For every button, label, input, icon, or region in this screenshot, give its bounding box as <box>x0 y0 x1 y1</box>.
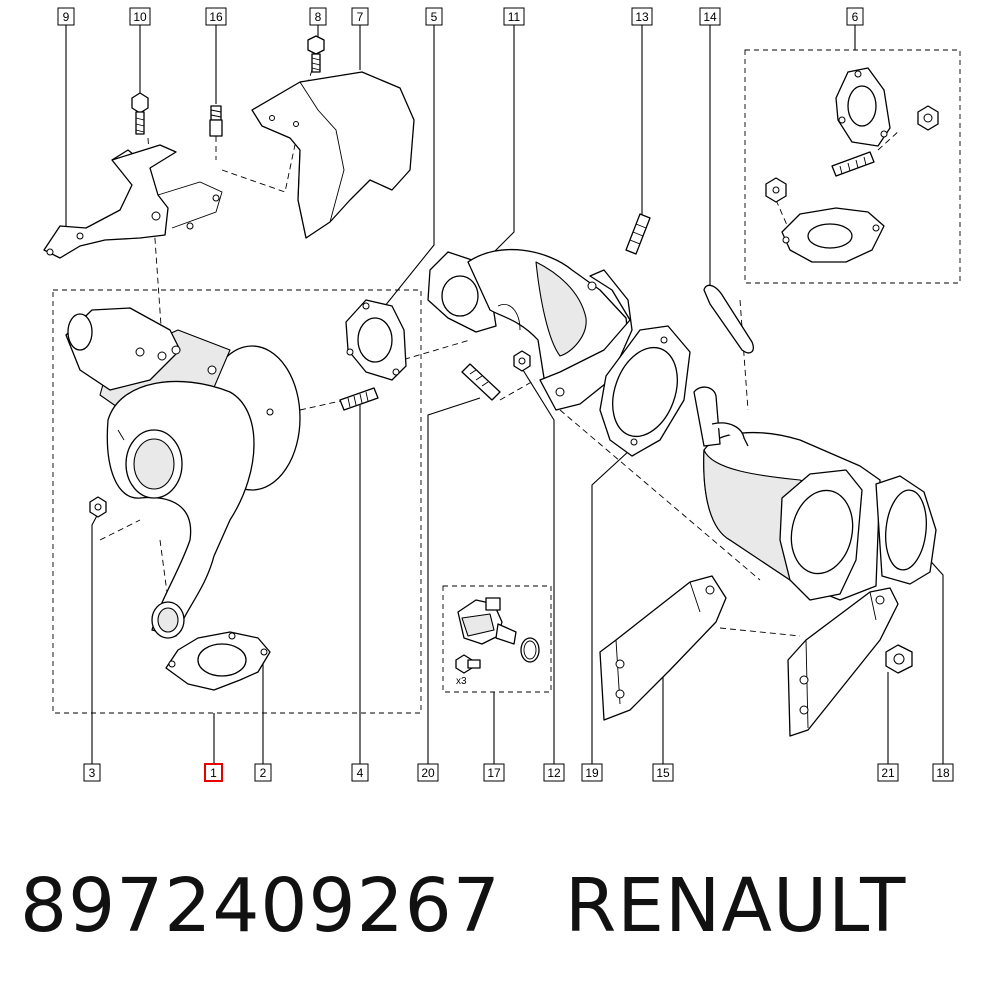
svg-text:11: 11 <box>508 10 521 24</box>
svg-text:1: 1 <box>210 766 217 780</box>
svg-text:16: 16 <box>209 10 223 24</box>
gasket-kit-part-6 <box>765 67 939 263</box>
turbocharger-part-1 <box>65 307 301 639</box>
bolt-part-8 <box>307 35 325 73</box>
svg-text:5: 5 <box>431 10 438 24</box>
bracket-part-9 <box>43 144 223 259</box>
svg-text:13: 13 <box>635 10 649 24</box>
callout-6[interactable]: 6 <box>846 7 864 26</box>
callout-3[interactable]: 3 <box>83 763 101 782</box>
callout-2[interactable]: 2 <box>254 763 272 782</box>
svg-text:18: 18 <box>936 766 950 780</box>
svg-text:17: 17 <box>487 766 501 780</box>
part-caption: 8972409267 RENAULT <box>20 856 906 956</box>
stud-part-16 <box>209 105 223 137</box>
gasket-part-14 <box>703 284 754 354</box>
gasket-part-19 <box>599 325 691 457</box>
svg-text:12: 12 <box>547 766 561 780</box>
callout-20[interactable]: 20 <box>417 763 439 782</box>
callout-11[interactable]: 11 <box>503 7 525 26</box>
svg-text:4: 4 <box>357 766 364 780</box>
callout-4[interactable]: 4 <box>351 763 369 782</box>
callout-10[interactable]: 10 <box>129 7 151 26</box>
callout-14[interactable]: 14 <box>699 7 721 26</box>
support-bracket-part-18b <box>787 587 899 737</box>
gasket-part-2 <box>165 631 271 691</box>
callout-15[interactable]: 15 <box>652 763 674 782</box>
sensor-kit-part-17: x3 <box>455 597 540 687</box>
svg-text:8: 8 <box>315 10 322 24</box>
part-number: 8972409267 <box>20 863 501 949</box>
callout-labels: 9 10 16 8 7 5 11 13 14 6 3 1 2 4 20 17 1… <box>57 7 954 782</box>
callout-17[interactable]: 17 <box>483 763 505 782</box>
turbo-assembly-frame <box>52 289 422 714</box>
callout-1[interactable]: 1 <box>204 763 223 782</box>
callout-16[interactable]: 16 <box>205 7 227 26</box>
callout-5[interactable]: 5 <box>425 7 443 26</box>
callout-9[interactable]: 9 <box>57 7 75 26</box>
sensor-kit-quantity: x3 <box>456 676 467 687</box>
svg-text:20: 20 <box>421 766 435 780</box>
support-bracket-part-15 <box>599 575 727 721</box>
svg-text:6: 6 <box>852 10 859 24</box>
svg-text:10: 10 <box>133 10 147 24</box>
gasket-part-5 <box>345 299 407 381</box>
callout-8[interactable]: 8 <box>309 7 327 26</box>
callout-12[interactable]: 12 <box>543 763 565 782</box>
svg-text:21: 21 <box>881 766 895 780</box>
stud-part-20 <box>461 363 501 401</box>
callout-18[interactable]: 18 <box>932 763 954 782</box>
svg-text:15: 15 <box>656 766 670 780</box>
callout-13[interactable]: 13 <box>631 7 653 26</box>
brand-name: RENAULT <box>564 863 907 949</box>
stud-part-4 <box>339 387 379 411</box>
svg-text:3: 3 <box>89 766 96 780</box>
callout-21[interactable]: 21 <box>877 763 899 782</box>
nut-part-12 <box>513 350 531 372</box>
exploded-parts-diagram: x3 9 10 16 8 7 5 11 13 14 6 3 1 2 4 20 1… <box>43 7 961 782</box>
heat-shield-part-7 <box>251 71 415 239</box>
bolt-part-10 <box>131 92 149 135</box>
svg-text:7: 7 <box>357 10 364 24</box>
callout-19[interactable]: 19 <box>581 763 603 782</box>
callout-7[interactable]: 7 <box>351 7 369 26</box>
svg-text:19: 19 <box>585 766 599 780</box>
catalytic-converter-part-18 <box>693 386 937 601</box>
nut-part-3 <box>89 496 107 518</box>
svg-text:14: 14 <box>703 10 717 24</box>
nut-part-21 <box>885 644 913 674</box>
stud-part-13 <box>625 213 651 255</box>
svg-text:9: 9 <box>63 10 70 24</box>
exhaust-elbow-part-11 <box>427 248 633 411</box>
sensor-kit-frame <box>442 585 552 693</box>
svg-text:2: 2 <box>260 766 267 780</box>
